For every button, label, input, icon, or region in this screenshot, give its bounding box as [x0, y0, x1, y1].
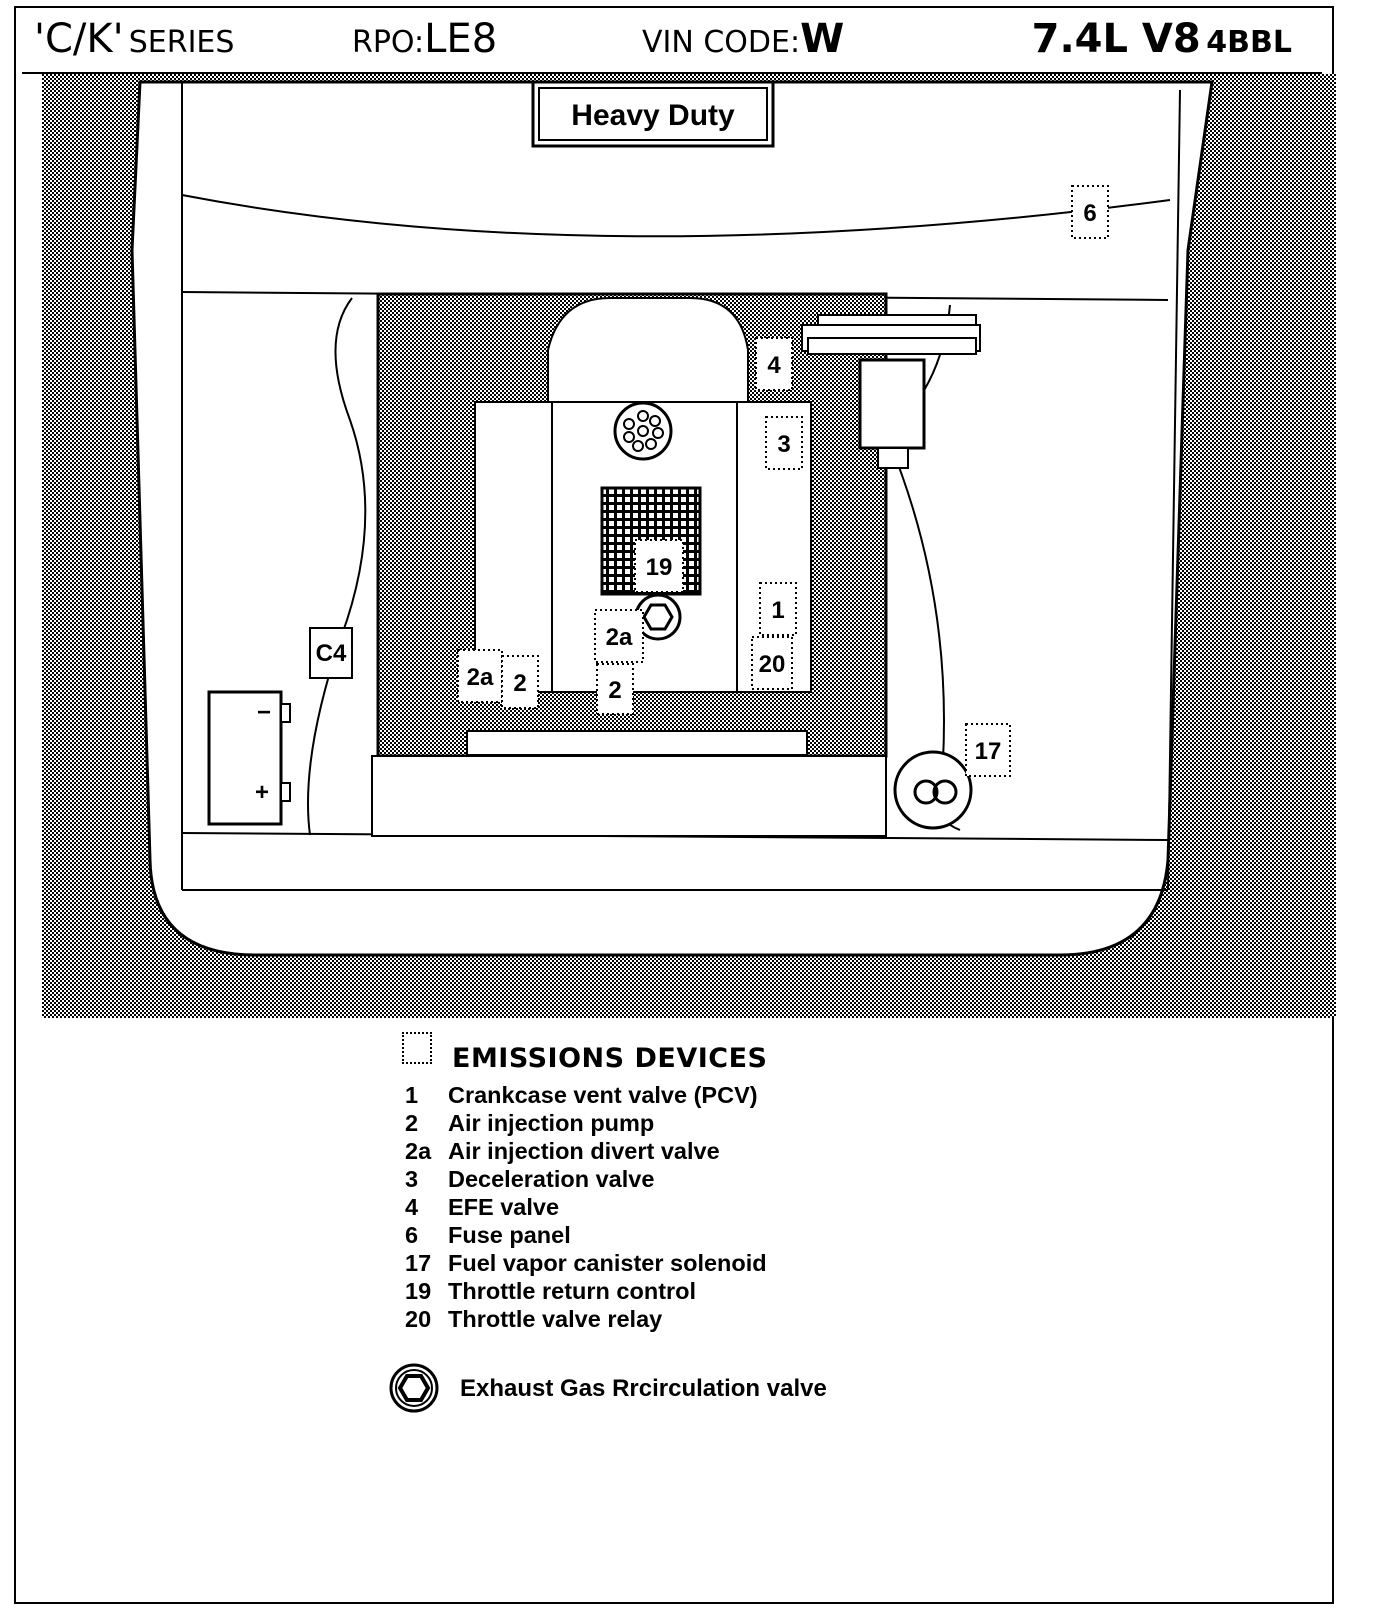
callout-4: 4 [755, 337, 793, 391]
rpo-value: LE8 [424, 16, 498, 62]
egr-legend-label: Exhaust Gas Rrcirculation valve [460, 1375, 827, 1402]
rpo-code: RPO:LE8 [352, 16, 497, 62]
battery-positive-sign: + [255, 779, 269, 806]
callout-label: 20 [759, 651, 786, 678]
battery [207, 690, 283, 826]
vin-code: VIN CODE:W [642, 16, 844, 62]
callout-2: 2 [596, 663, 634, 715]
heavy-duty-text: Heavy Duty [571, 99, 735, 132]
callout-label: 19 [646, 554, 673, 581]
callout-19: 19 [634, 539, 684, 593]
cowl-curve [181, 194, 1171, 238]
callout-label: 1 [771, 597, 784, 624]
series-suffix: SERIES [128, 25, 235, 60]
callout-2: 2 [501, 655, 539, 709]
series-title: 'C/K' SERIES [34, 16, 234, 62]
callout-1: 1 [759, 582, 797, 636]
fan-shroud [466, 730, 808, 756]
callout-2a: 2a [457, 649, 503, 703]
callout-3: 3 [765, 416, 803, 470]
heavy-duty-badge [531, 80, 775, 148]
callout-20: 20 [751, 636, 793, 690]
engine-carb: 4BBL [1206, 25, 1292, 60]
callout-label: 2a [467, 664, 494, 691]
callout-2a: 2a [594, 609, 644, 663]
callout-label: 2a [606, 624, 633, 651]
legend-title: EMISSIONS DEVICES [452, 1043, 768, 1074]
series-code: 'C/K' [34, 16, 124, 62]
battery-negative-post [280, 703, 291, 723]
air-cleaner-snorkel [547, 297, 749, 403]
c4-label: C4 [316, 640, 347, 667]
egr-legend-icon [389, 1363, 439, 1413]
callout-label: 3 [777, 431, 790, 458]
engine-spec: 7.4L V8 4BBL [1032, 16, 1292, 62]
rpo-label: RPO: [352, 25, 425, 60]
header-bar: 'C/K' SERIES RPO:LE8 VIN CODE:W 7.4L V8 … [22, 10, 1322, 74]
master-cylinder [858, 358, 926, 450]
callout-label: 6 [1083, 200, 1096, 227]
callout-17: 17 [965, 723, 1011, 777]
callout-label: 2 [608, 677, 621, 704]
c4-computer [309, 627, 353, 679]
radiator [371, 755, 887, 837]
callout-label: 2 [513, 670, 526, 697]
callout-label: 17 [975, 738, 1002, 765]
wiring-left [307, 297, 367, 836]
callout-6: 6 [1071, 185, 1109, 239]
emissions-device-key-icon [402, 1032, 432, 1064]
battery-negative-sign: − [257, 699, 271, 726]
vin-value: W [800, 16, 845, 62]
callout-label: 4 [767, 352, 781, 379]
vin-label: VIN CODE: [642, 25, 801, 60]
engine-size: 7.4L V8 [1031, 16, 1201, 62]
battery-positive-post [280, 782, 291, 802]
